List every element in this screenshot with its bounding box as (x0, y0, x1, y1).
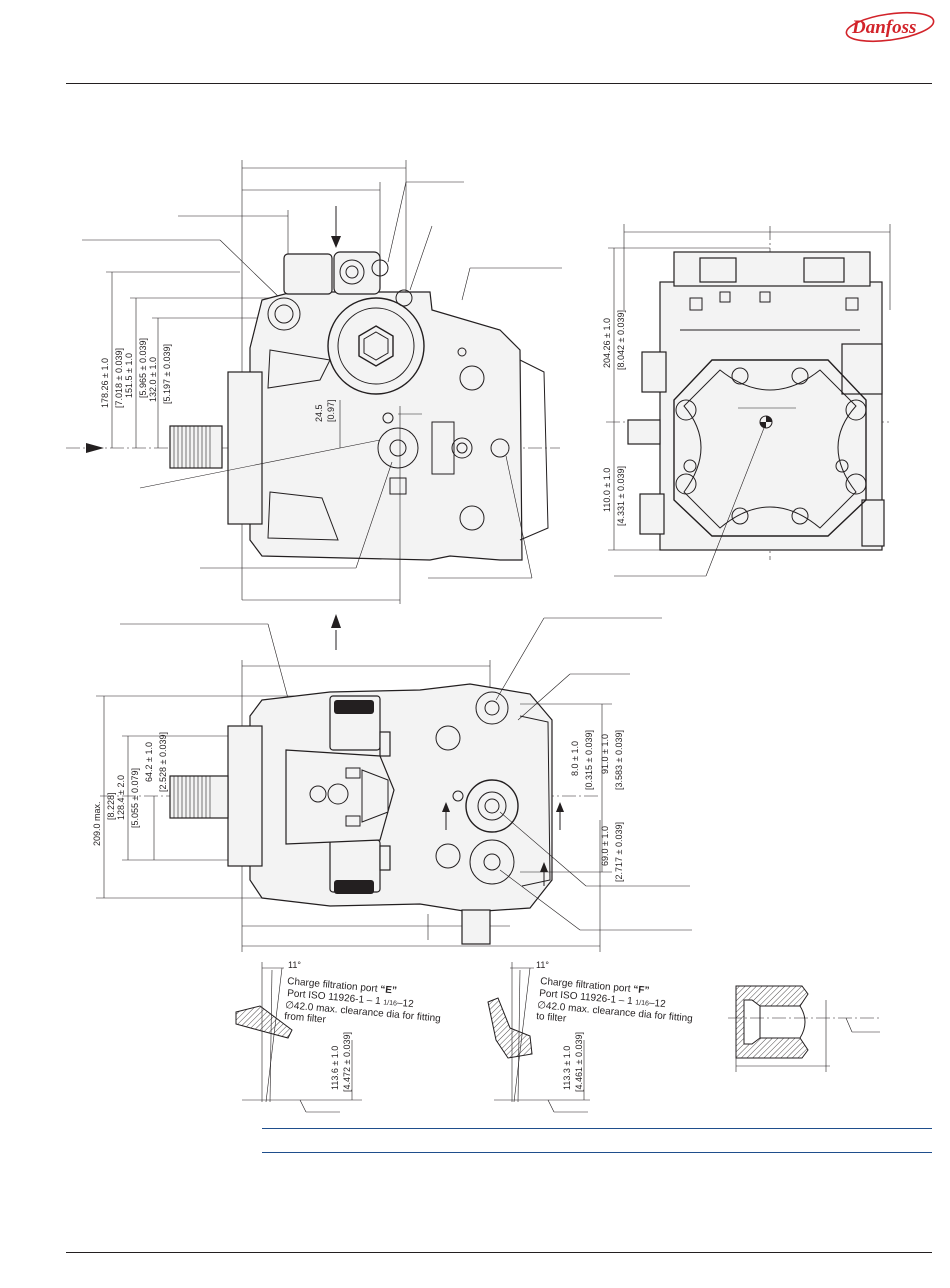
dim-top-7: 8.0 ± 1.0 (570, 741, 580, 776)
dim-side-4: [5.965 ± 0.039] (138, 338, 148, 398)
note-rule-bottom (262, 1152, 932, 1153)
port-section-detail (728, 985, 880, 1072)
dim-top-5: 64.2 ± 1.0 (144, 742, 154, 782)
detail-e: 11° Charge filtration port “E” Port ISO … (235, 960, 441, 1113)
detail-f-angle: 11° (536, 960, 549, 970)
dim-side-8: [0.97] (326, 399, 336, 422)
detail-e-line4: from filter (284, 1011, 327, 1026)
dim-rear-2: [8.042 ± 0.039] (616, 310, 626, 370)
dim-side-3: 151.5 ± 1.0 (124, 353, 134, 398)
detail-f: 11° Charge filtration port “F” Port ISO … (487, 960, 693, 1113)
danfoss-logo: Danfoss (845, 11, 935, 43)
dim-side-7: 24.5 (314, 404, 324, 422)
detail-f-line4: to filter (536, 1011, 568, 1025)
dim-rear-3: 110.0 ± 1.0 (602, 468, 612, 512)
dim-rear-4: [4.331 ± 0.039] (616, 466, 626, 526)
dim-top-9: 91.0 ± 1.0 (600, 734, 610, 774)
dim-rear-1: 204.26 ± 1.0 (602, 318, 612, 368)
dim-top-11: 69.0 ± 1.0 (600, 826, 610, 866)
footer-rule (66, 1252, 932, 1253)
dim-top-1: 209.0 max. (92, 801, 102, 846)
dim-top-10: [3.583 ± 0.039] (614, 730, 624, 790)
dim-top-2: [8.228] (106, 792, 116, 820)
dim-side-5: 132.0 ± 1.0 (148, 357, 158, 402)
detail-f-dim2: [4.461 ± 0.039] (574, 1032, 584, 1092)
dim-top-12: [2.717 ± 0.039] (614, 822, 624, 882)
dim-side-2: [7.018 ± 0.039] (114, 348, 124, 408)
detail-e-angle: 11° (288, 960, 301, 970)
detail-e-dim2: [4.472 ± 0.039] (342, 1032, 352, 1092)
detail-f-dim1: 113.3 ± 1.0 (562, 1046, 572, 1090)
dim-top-6: [2.528 ± 0.039] (158, 732, 168, 792)
dim-top-8: [0.315 ± 0.039] (584, 730, 594, 790)
dim-side-1: 178.26 ± 1.0 (100, 358, 110, 408)
dim-top-4: [5.055 ± 0.079] (130, 768, 140, 828)
header-rule (66, 83, 932, 84)
note-rule-top (262, 1128, 932, 1129)
detail-e-dim1: 113.6 ± 1.0 (330, 1046, 340, 1090)
logo-text: Danfoss (851, 17, 916, 38)
side-view: 178.26 ± 1.0 [7.018 ± 0.039] 151.5 ± 1.0… (66, 160, 562, 650)
rear-view: 204.26 ± 1.0 [8.042 ± 0.039] 110.0 ± 1.0… (602, 224, 891, 577)
dim-side-6: [5.197 ± 0.039] (162, 344, 172, 404)
top-view: 209.0 max. [8.228] 128.4 ± 2.0 [5.055 ± … (92, 617, 692, 952)
dim-top-3: 128.4 ± 2.0 (116, 775, 126, 820)
